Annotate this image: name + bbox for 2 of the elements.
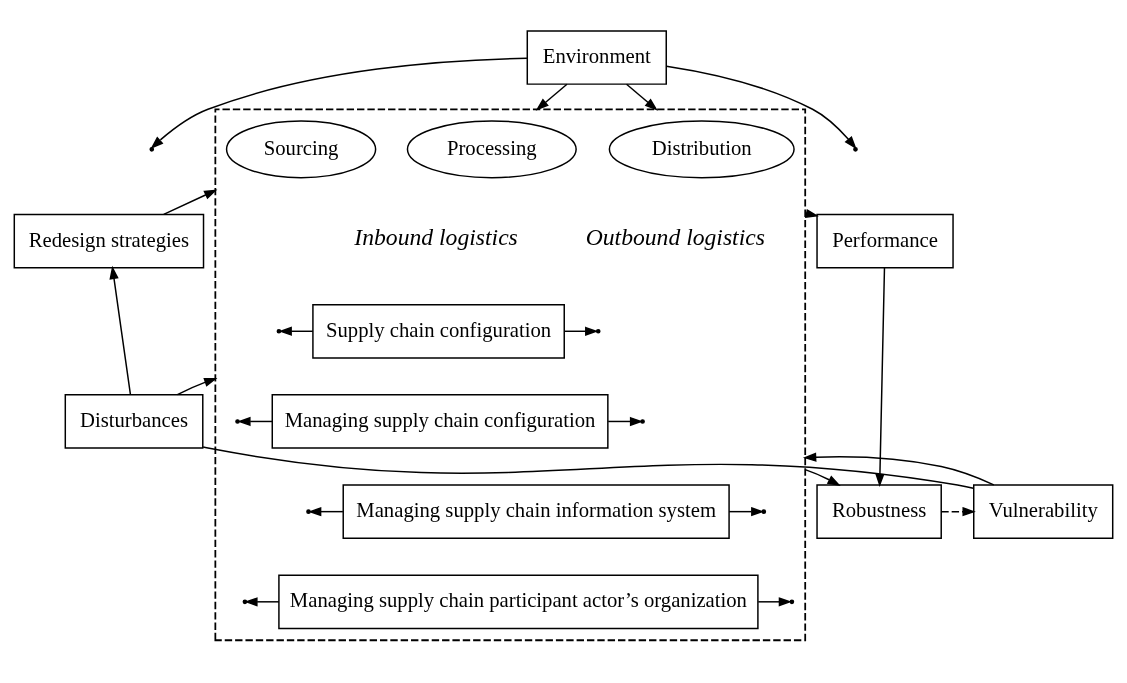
label: Outbound logistics (585, 224, 765, 251)
label: Inbound logistics (354, 224, 518, 251)
